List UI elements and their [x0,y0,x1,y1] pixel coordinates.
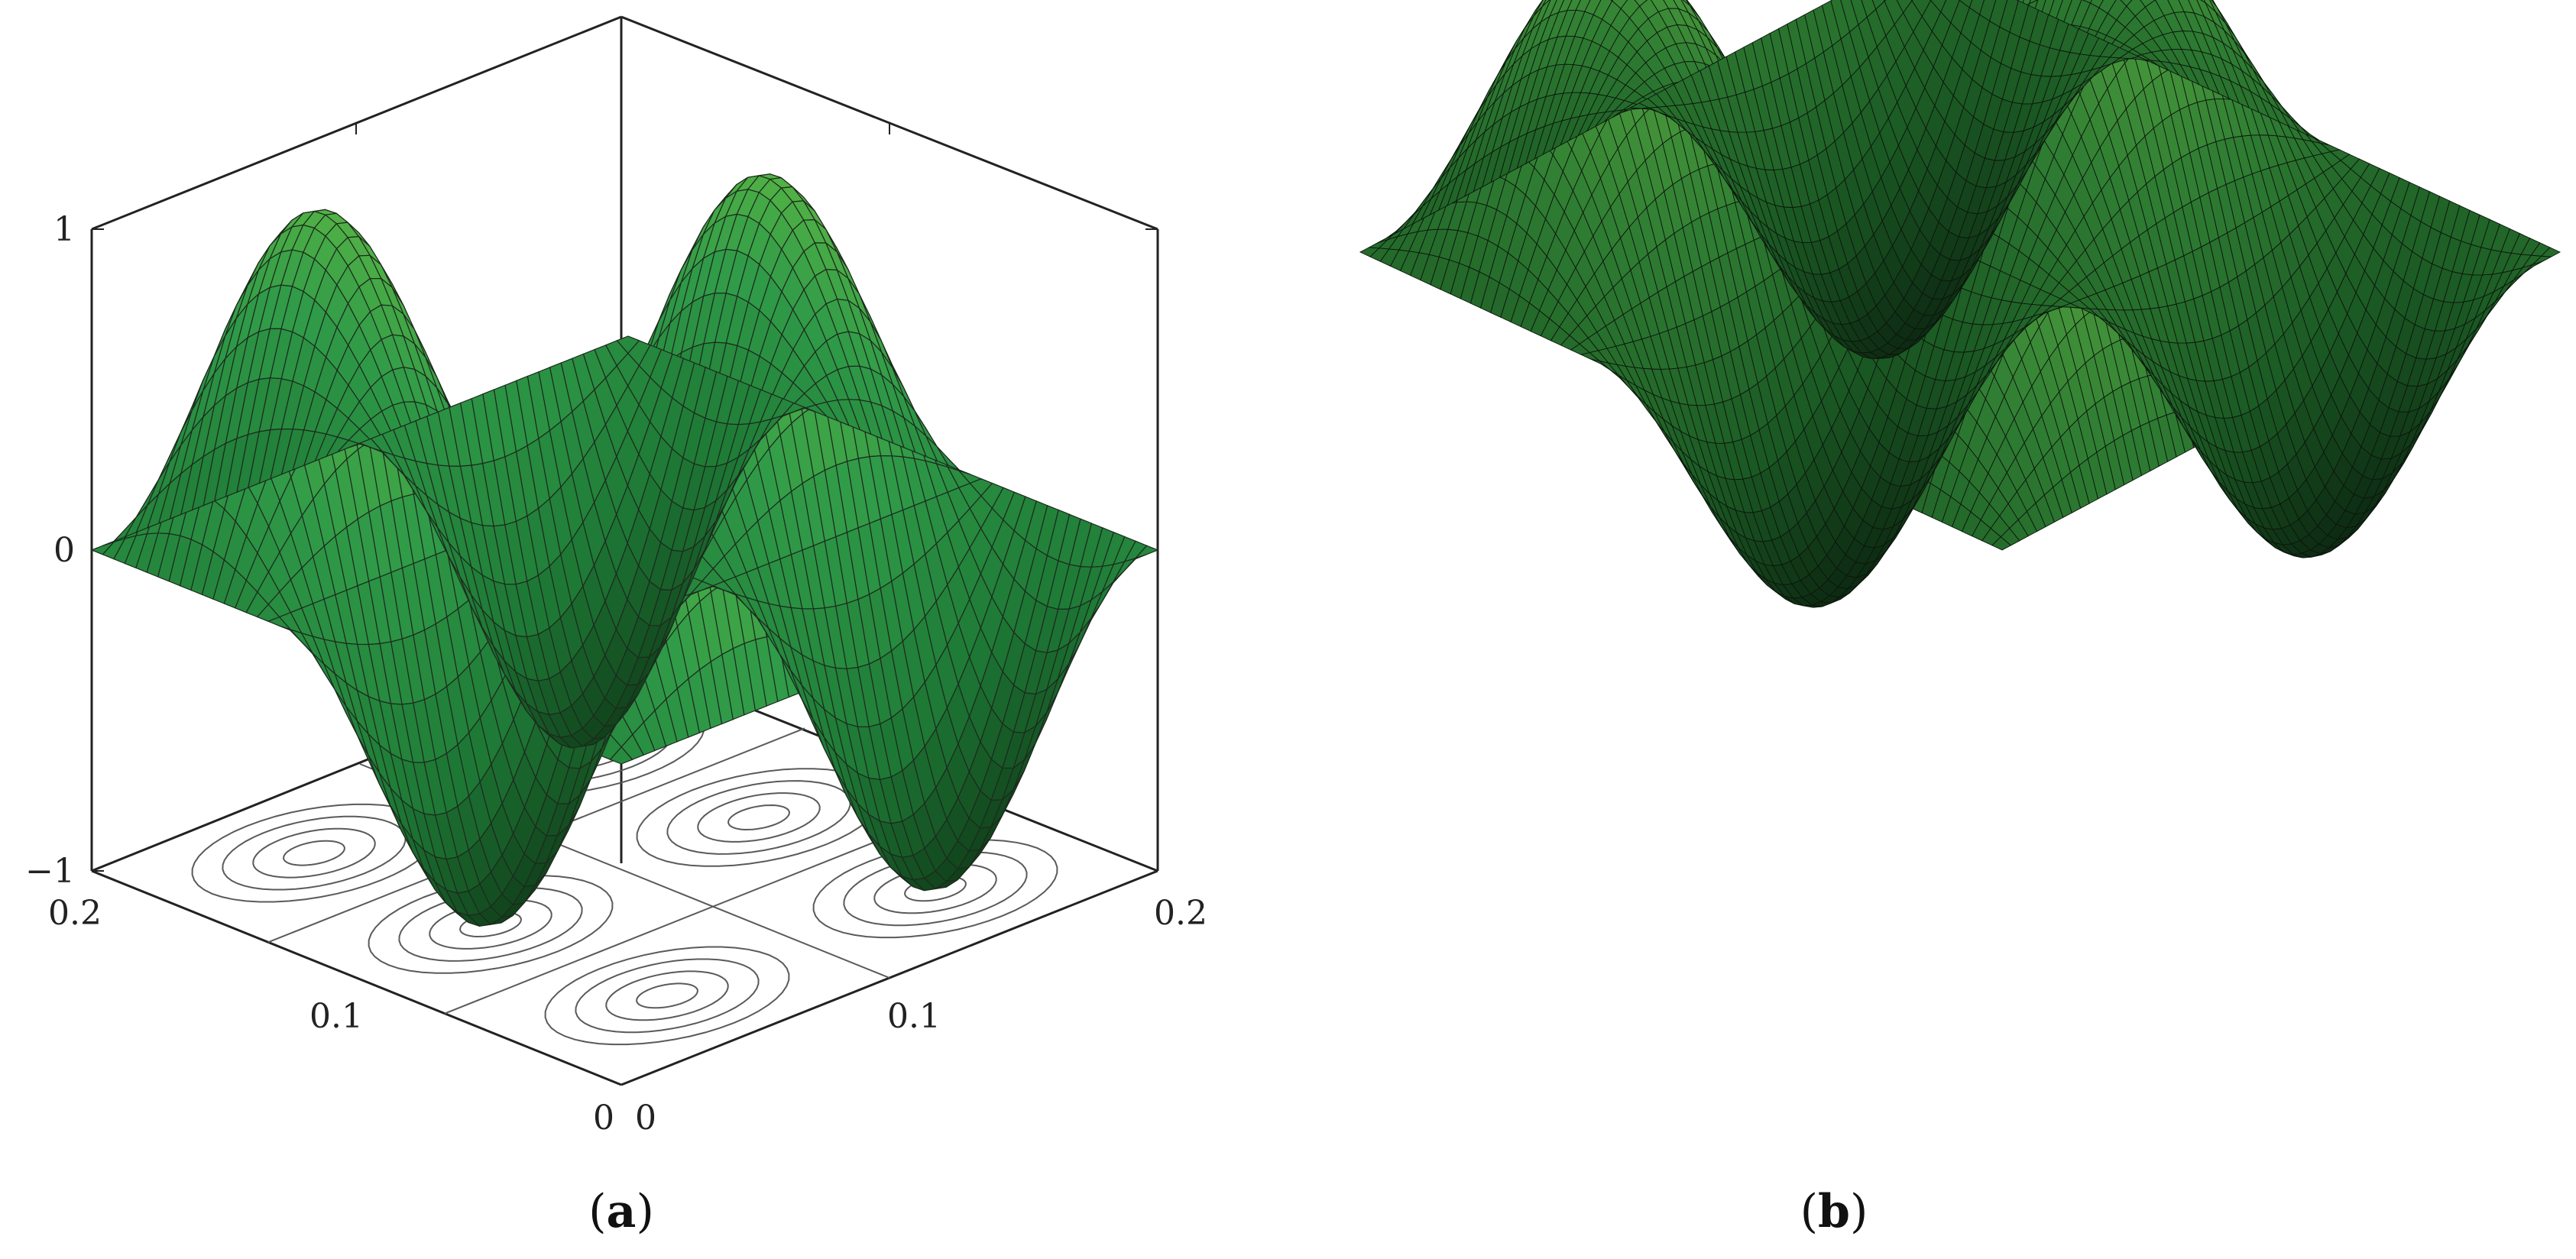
x-tick-label-0.1: 0.1 [309,997,363,1036]
panel-b-surface [1359,0,2561,608]
box-edge-top-right [621,15,1158,231]
contour-line [222,815,407,891]
contour-line [697,792,821,843]
panel-a-surface [90,173,1159,927]
contour-line [575,958,760,1034]
z-tick-label-1: 1 [53,210,75,249]
z-tick-label-minus1: −1 [25,852,75,891]
panel-a-surface-plot: 1 0 −1 0.2 0.1 0 0 0.1 0.2 (a) [25,15,1207,1238]
box-edge-top-left [91,15,622,231]
contour-line [283,840,345,866]
panel-b-surface-plot: (b) [1359,0,2561,1238]
contour-line [544,946,790,1046]
contour-line [636,982,698,1009]
contour-line [636,768,882,867]
panel-a-caption: (a) [588,1185,654,1238]
floor-edge-front-left [91,869,622,1086]
contour-line [252,827,376,879]
surface-a-cell [616,335,640,354]
y-tick-label-0: 0 [635,1099,656,1138]
y-tick-label-0.1: 0.1 [887,997,941,1036]
contour-line [812,839,1058,939]
contour-line [368,875,614,974]
z-tick-label-0: 0 [53,531,75,570]
x-tick-label-0.2: 0.2 [48,894,102,933]
contour-line [191,803,437,903]
contour-line [666,780,851,855]
contour-line [605,970,729,1021]
x-tick-label-0: 0 [593,1099,614,1138]
contour-line [727,804,790,831]
y-tick-label-0.2: 0.2 [1154,894,1207,933]
